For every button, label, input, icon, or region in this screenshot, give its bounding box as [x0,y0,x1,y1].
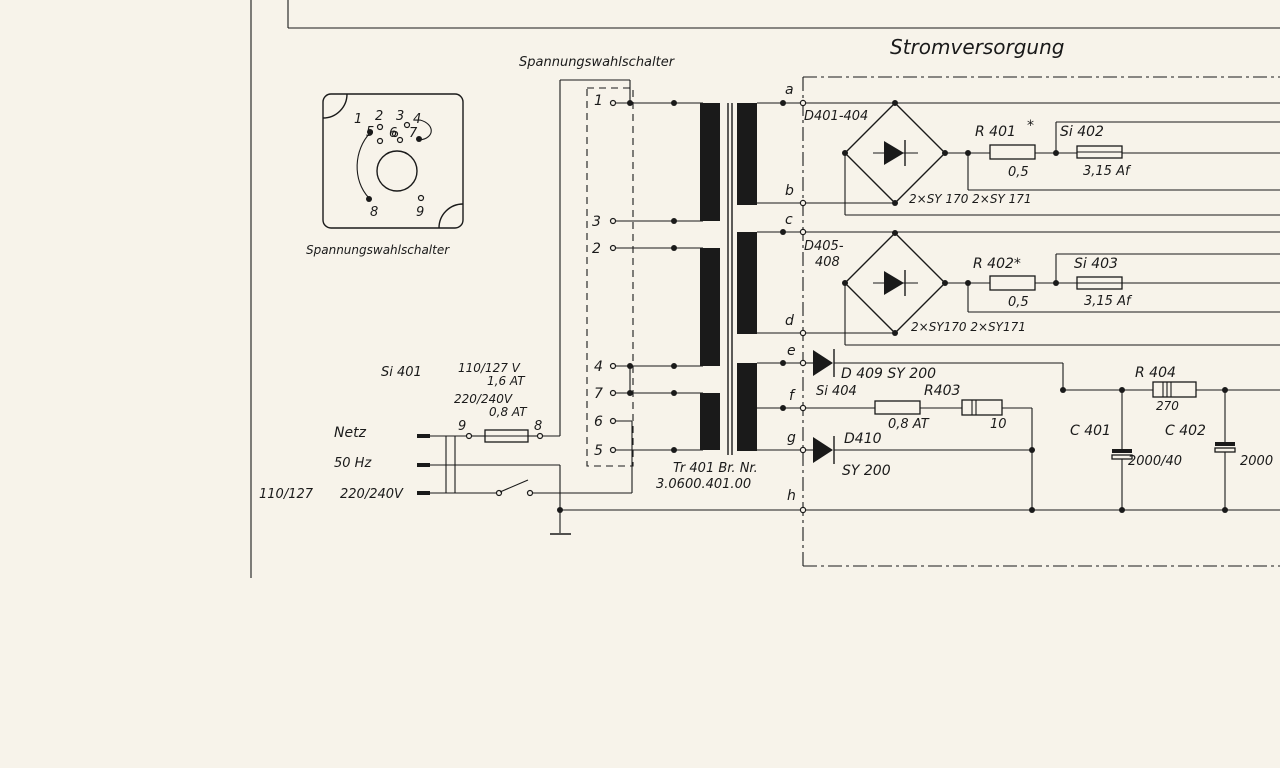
rect1-types: 2×SY 170 2×SY 171 [909,192,1032,206]
si402-label: Si 402 [1060,124,1104,140]
fuse-rating-1: 110/127 V [458,361,521,375]
tap-f: f [789,388,796,404]
terminal-8-label: 8 [534,419,542,434]
r403-value: 10 [990,417,1007,432]
r402-value: 0,5 [1008,295,1029,310]
d410-label: D410 [844,431,882,447]
transformer-number: 3.0600.401.00 [656,477,751,492]
transformer-tr401 [700,100,800,455]
d405-408-label-a: D405- [804,239,844,254]
contact-7: 7 [594,386,603,402]
section-title: Stromversorgung [890,35,1064,59]
r402-label: R 402* [973,256,1021,272]
page-frame [250,0,1280,578]
tap-a: a [785,82,794,98]
c402-value: 2000 [1240,454,1273,469]
tap-d: d [785,313,794,329]
mains-input: Netz 50 Hz 110/127 220/240V Si 401 110/1… [259,79,633,535]
sel-pin-2: 2 [375,109,383,124]
sel-pin-9: 9 [416,205,424,220]
tap-g: g [787,430,796,446]
fuse-rating-4: 0,8 AT [489,405,528,419]
sel-pin-6: 6 [389,126,397,141]
selector-title-top: Spannungswahlschalter [519,55,676,70]
tap-b: b [785,183,794,199]
voltage-label-220: 220/240V [340,487,404,502]
r404-value: 270 [1156,399,1179,413]
selector-contacts: 1 3 2 4 7 6 5 [586,80,703,467]
sel-pin-1: 1 [354,112,362,127]
fuse-rating-3: 220/240V [454,392,513,406]
contact-3: 3 [592,214,601,230]
c401-label: C 401 [1070,423,1111,439]
c401-value: 2000/40 [1128,454,1182,469]
sel-pin-8: 8 [370,205,378,220]
r403-label: R403 [924,383,960,399]
selector-caption: Spannungswahlschalter [306,243,450,257]
r401-star: * [1027,118,1034,134]
lower-supply [562,349,1280,513]
voltage-label-110: 110/127 [259,487,314,502]
contact-4: 4 [594,359,603,375]
contact-5: 5 [594,443,603,459]
si402-value: 3,15 Af [1083,164,1132,179]
tap-e: e [787,343,796,359]
si404-value: 0,8 AT [888,417,930,432]
sel-pin-7: 7 [409,126,418,141]
rectifier-2 [806,230,1280,346]
rect2-types: 2×SY170 2×SY171 [911,320,1026,334]
voltage-selector-drawing: 1 2 3 4 5 6 7 8 9 [322,93,464,229]
contact-6: 6 [594,414,603,430]
si403-value: 3,15 Af [1084,294,1133,309]
r401-label: R 401 [975,124,1016,140]
terminal-9-label: 9 [458,419,466,434]
tap-c: c [785,212,793,228]
netz-label: Netz [334,425,367,441]
si403-label: Si 403 [1074,256,1118,272]
fuse-si401-label: Si 401 [381,365,422,380]
sel-pin-3: 3 [396,109,404,124]
si404-label: Si 404 [816,384,857,399]
sel-pin-5: 5 [366,125,374,140]
freq-label: 50 Hz [334,456,372,471]
tap-h: h [787,488,796,504]
d409-label: D 409 SY 200 [841,366,936,382]
rectifier-1 [806,100,1280,216]
d410-type: SY 200 [842,463,891,479]
c402-label: C 402 [1165,423,1206,439]
tap-terminals: a b c d e f g h [785,82,807,514]
module-boundary [802,76,1280,567]
transformer-label: Tr 401 Br. Nr. [673,461,758,476]
r401-value: 0,5 [1008,165,1029,180]
fuse-rating-2: 1,6 AT [487,374,526,388]
d405-408-label-b: 408 [815,255,840,270]
d401-404-label: D401-404 [804,109,868,124]
contact-2: 2 [592,241,601,257]
r404-label: R 404 [1135,365,1176,381]
contact-1: 1 [594,93,603,109]
sel-pin-4: 4 [413,112,421,127]
